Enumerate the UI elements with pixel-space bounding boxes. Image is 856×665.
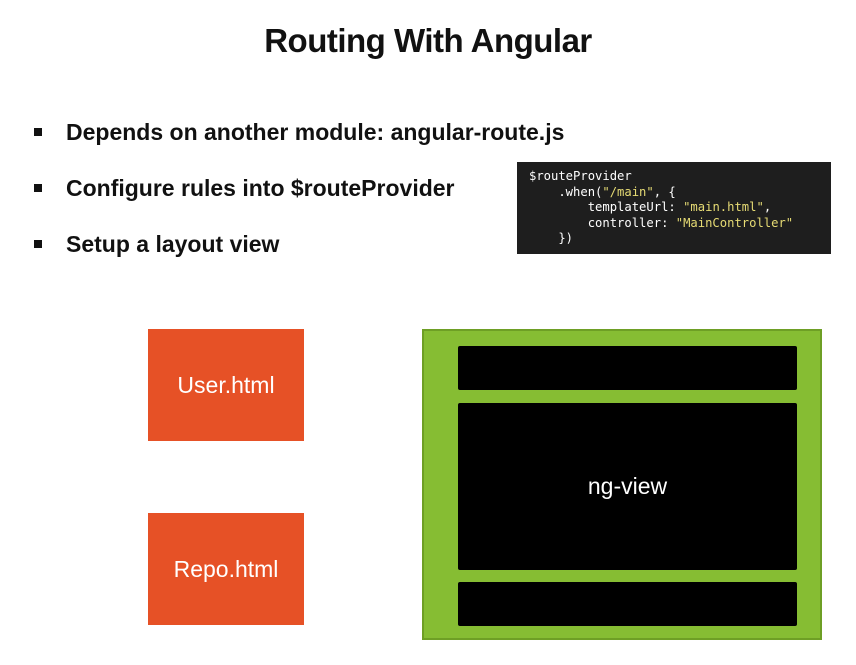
ng-view-block: ng-view xyxy=(458,403,797,570)
code-text: , { xyxy=(653,184,676,199)
bullet-text: Configure rules into $routeProvider xyxy=(66,175,455,201)
code-string: "main.html" xyxy=(683,200,764,214)
square-bullet-icon xyxy=(34,240,42,248)
code-string: "MainController" xyxy=(675,215,794,230)
bullet-text: Depends on another module: angular-route… xyxy=(66,119,565,145)
code-snippet: $routeProvider .when("/main", { template… xyxy=(517,162,831,254)
code-line: }) xyxy=(529,231,831,247)
slide-title: Routing With Angular xyxy=(264,22,592,59)
user-html-box: User.html xyxy=(148,329,304,441)
code-line: controller: "MainController" xyxy=(529,216,831,232)
ng-view-label: ng-view xyxy=(587,473,668,499)
repo-html-box: Repo.html xyxy=(148,513,304,625)
bullet-text: Setup a layout view xyxy=(66,231,280,257)
layout-view-frame: ng-view xyxy=(422,329,822,640)
code-text: .when( xyxy=(529,184,603,199)
square-bullet-icon xyxy=(34,128,42,136)
code-text: controller: xyxy=(529,215,676,230)
code-line: $routeProvider xyxy=(529,169,831,185)
code-line: .when("/main", { xyxy=(529,185,831,201)
code-text: templateUrl: xyxy=(529,200,684,214)
layout-footer-block xyxy=(458,582,797,626)
code-string: "/main" xyxy=(602,184,654,199)
bullet-list: Depends on another module: angular-route… xyxy=(32,115,564,283)
code-text: $routeProvider xyxy=(529,169,632,183)
code-text: }) xyxy=(529,231,574,245)
bullet-item: Setup a layout view xyxy=(32,227,564,283)
layout-header-block xyxy=(458,346,797,390)
square-bullet-icon xyxy=(34,184,42,192)
repo-html-label: Repo.html xyxy=(173,555,279,582)
code-line: templateUrl: "main.html", xyxy=(529,200,831,216)
bullet-item: Depends on another module: angular-route… xyxy=(32,115,564,171)
user-html-label: User.html xyxy=(177,371,275,398)
bullet-item: Configure rules into $routeProvider xyxy=(32,171,564,227)
code-text: , xyxy=(763,200,772,214)
